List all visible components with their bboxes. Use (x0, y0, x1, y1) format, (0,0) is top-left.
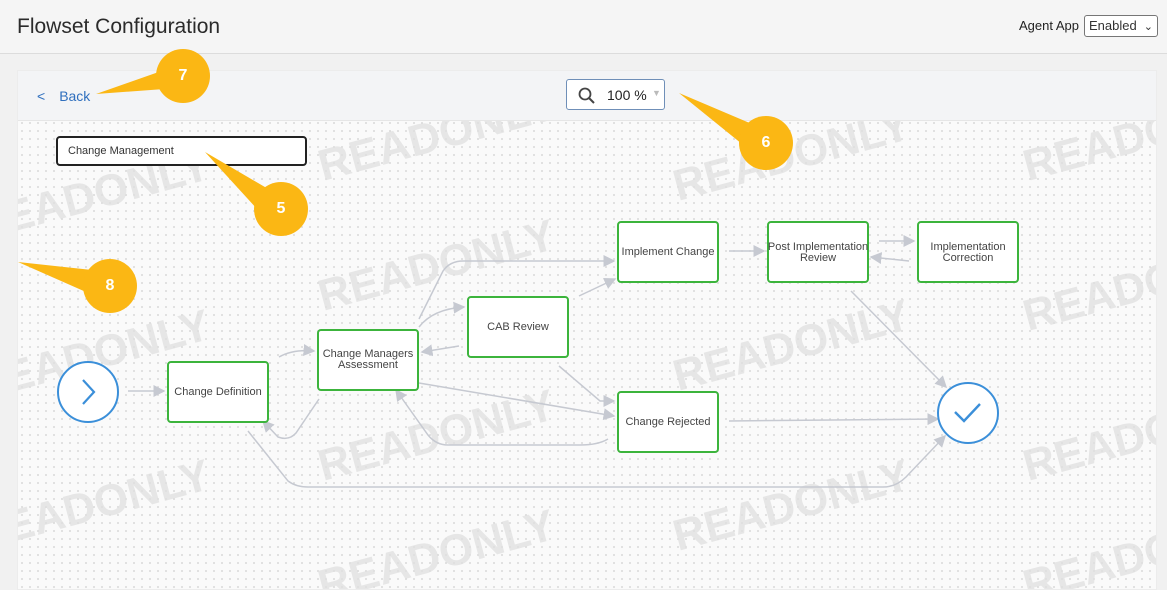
end-node[interactable] (937, 382, 999, 444)
connector (869, 252, 910, 265)
chevron-down-icon: ⌄ (1143, 21, 1153, 33)
node-label: Change Managers (323, 348, 414, 360)
flow-canvas[interactable]: READONLY READONLY READONLY READONLY READ… (17, 70, 1157, 590)
callout-badge-5: 5 (254, 182, 308, 236)
callout-badge-6: 6 (739, 116, 793, 170)
node-label: Implement Change (622, 246, 715, 258)
agent-app-value: Enabled (1089, 18, 1137, 33)
node-change-rejected[interactable]: Change Rejected (617, 391, 719, 453)
node-label: Post Implementation (768, 241, 868, 253)
chevron-left-icon: < (37, 88, 46, 104)
page-title: Flowset Configuration (17, 15, 221, 38)
connector (418, 255, 616, 320)
node-implementation-correction[interactable]: Implementation Correction (917, 221, 1019, 283)
node-implement-change[interactable]: Implement Change (617, 221, 719, 283)
page-header: Flowset Configuration Agent App Enabled … (0, 0, 1167, 54)
connector (395, 388, 609, 446)
agent-app-select[interactable]: Enabled ⌄ (1084, 15, 1158, 37)
connector (418, 301, 466, 328)
connector (420, 344, 460, 357)
connector (278, 344, 316, 358)
agent-app-label: Agent App (1019, 18, 1079, 33)
connector (247, 430, 947, 488)
chevron-down-icon: ▼ (652, 88, 661, 98)
connector (728, 413, 940, 426)
node-label: Correction (943, 252, 994, 264)
callout-badge-7: 7 (156, 49, 210, 103)
node-cab-review[interactable]: CAB Review (467, 296, 569, 358)
back-label: Back (59, 88, 91, 104)
zoom-value: 100 % (607, 87, 647, 103)
search-icon (578, 87, 595, 104)
node-label: CAB Review (487, 321, 549, 333)
node-label: Implementation (930, 241, 1005, 253)
connector (578, 278, 617, 297)
node-label: Review (800, 252, 836, 264)
back-button[interactable]: < Back (37, 88, 90, 104)
check-icon (954, 403, 981, 423)
node-label: Change Definition (174, 386, 261, 398)
callout-badge-8: 8 (83, 259, 137, 313)
flowset-name-field[interactable]: Change Management (56, 136, 307, 166)
start-node[interactable] (57, 361, 119, 423)
node-label: Change Rejected (625, 416, 710, 428)
connector (558, 365, 616, 407)
flow-connectors (128, 235, 948, 488)
zoom-control[interactable]: 100 % ▼ (566, 79, 665, 110)
node-label: Assessment (338, 359, 398, 371)
node-post-implementation-review[interactable]: Post Implementation Review (767, 221, 869, 283)
flow-diagram: READONLY READONLY READONLY READONLY READ… (18, 80, 1156, 589)
connector (418, 382, 616, 421)
node-change-definition[interactable]: Change Definition (167, 361, 269, 423)
connector (850, 290, 948, 389)
connector (261, 398, 320, 440)
chevron-right-icon (82, 379, 96, 405)
node-change-managers-assessment[interactable]: Change Managers Assessment (317, 329, 419, 391)
